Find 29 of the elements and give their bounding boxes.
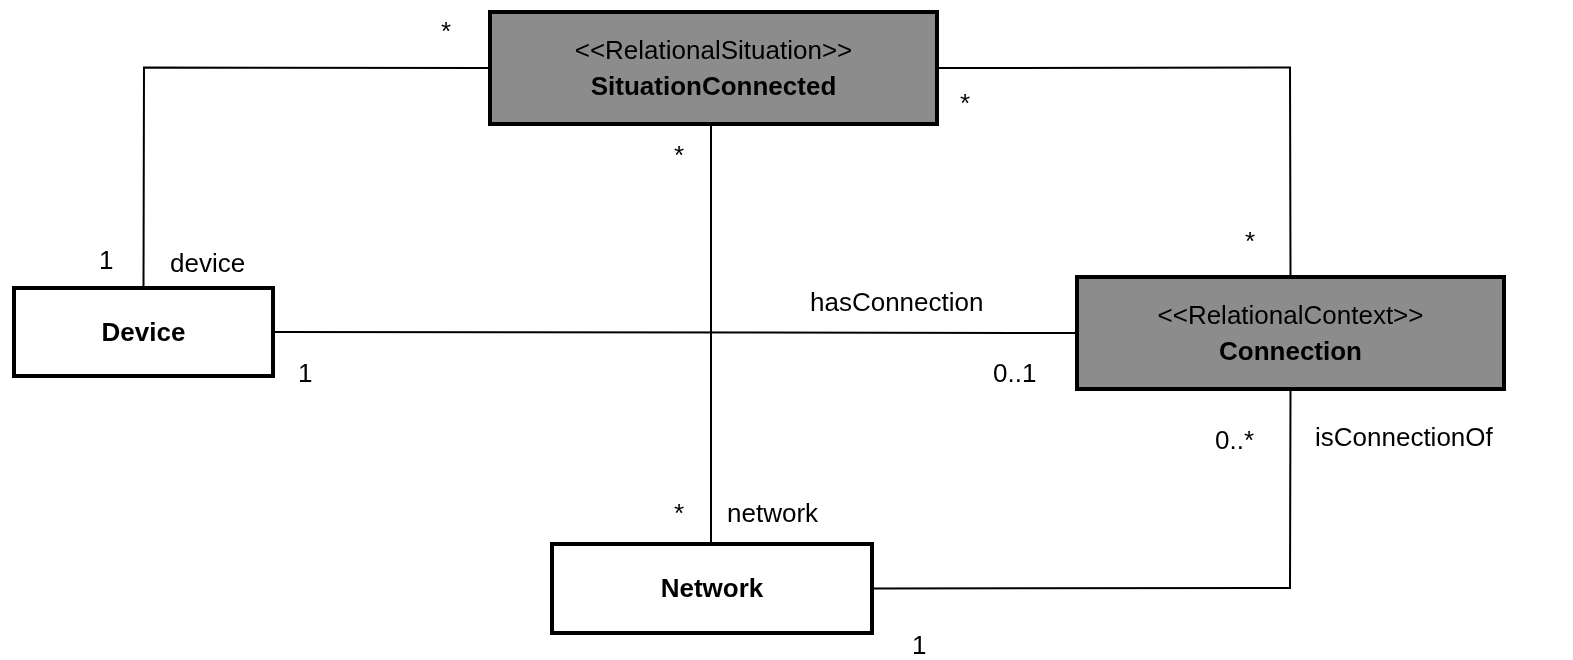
stereotype-label: <<RelationalSituation>> xyxy=(574,33,853,67)
association-line xyxy=(274,331,1076,334)
multiplicity-label: 1 xyxy=(298,360,313,386)
association-line xyxy=(938,66,1292,276)
multiplicity-label: * xyxy=(960,90,971,116)
role-label: isConnectionOf xyxy=(1315,424,1493,450)
association-line xyxy=(142,66,489,287)
role-label: device xyxy=(170,250,246,276)
association-line xyxy=(873,390,1292,590)
multiplicity-label: 0..* xyxy=(1215,427,1255,453)
association-line xyxy=(710,125,712,543)
class-name: Device xyxy=(101,315,186,349)
role-label: network xyxy=(727,500,819,526)
class-box xyxy=(1075,275,1506,391)
multiplicity-label: * xyxy=(441,18,452,44)
class-box xyxy=(488,10,939,126)
multiplicity-label: 0..1 xyxy=(993,360,1037,386)
multiplicity-label: * xyxy=(674,500,685,526)
role-label: hasConnection xyxy=(810,289,984,315)
multiplicity-label: 1 xyxy=(912,632,927,658)
multiplicity-label: 1 xyxy=(99,247,114,273)
class-name: Connection xyxy=(1219,335,1362,368)
multiplicity-label: * xyxy=(1245,228,1256,254)
multiplicity-label: * xyxy=(674,142,685,168)
class-box xyxy=(12,286,275,378)
class-box xyxy=(550,542,874,635)
class-name: SituationConnected xyxy=(590,70,837,103)
stereotype-label: <<RelationalContext>> xyxy=(1157,298,1424,332)
class-name: Network xyxy=(660,572,764,606)
